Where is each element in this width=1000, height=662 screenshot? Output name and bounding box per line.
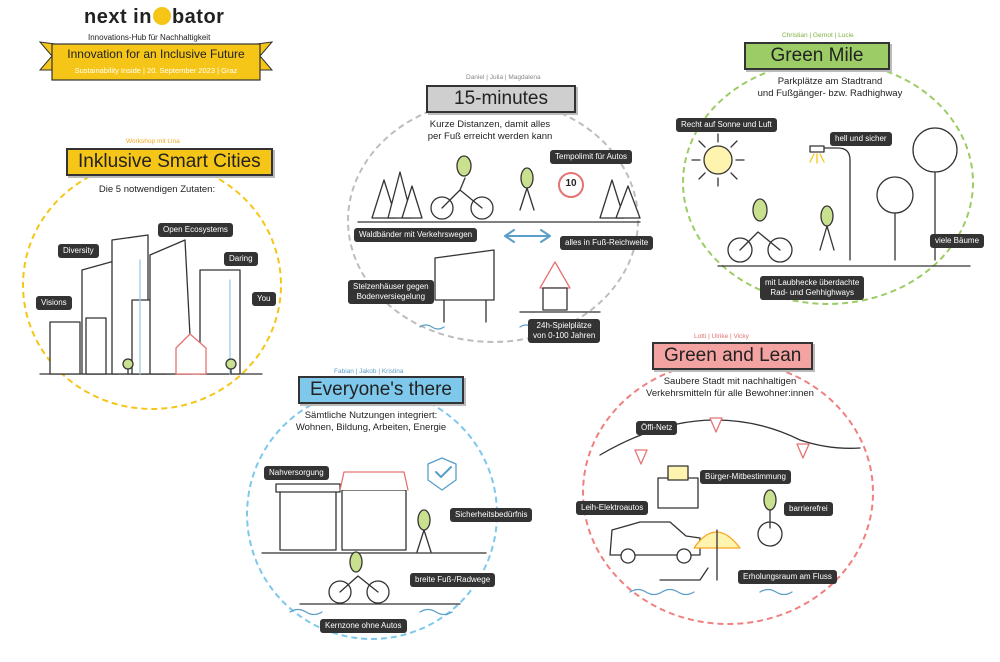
tag-laubhecke-line1: mit Laubhecke überdachte <box>765 278 860 287</box>
tag-tempolimit: Tempolimit für Autos <box>550 150 633 164</box>
tag-open-ecosystems: Open Ecosystems <box>158 223 233 237</box>
tag-viele-baeume: viele Bäume <box>930 234 985 248</box>
banner-title: Innovation for an Inclusive Future <box>67 47 245 61</box>
smart-names: Workshop mit Lina <box>126 138 180 145</box>
banner-subtitle: Sustainability Inside | 20. September 20… <box>74 66 238 75</box>
green-desc-1: Parkplätze am Stadtrand <box>777 76 883 87</box>
tag-spielplaetze-line2: von 0-100 Jahren <box>533 331 596 340</box>
tag-visions: Visions <box>36 296 72 310</box>
fifteen-title: 15-minutes <box>426 85 576 113</box>
tag-diversity: Diversity <box>58 244 99 258</box>
everyone-names: Fabian | Jakob | Kristina <box>334 368 404 375</box>
green-names: Christian | Gernot | Lucie <box>782 32 854 39</box>
lean-desc-2: Verkehrsmitteln für alle Bewohner:innen <box>646 388 814 399</box>
tag-sonne-luft: Recht auf Sonne und Luft <box>676 118 777 132</box>
tag-stelzenhaeuser-line2: Bodenversiegelung <box>356 292 426 301</box>
everyone-desc-2: Wohnen, Bildung, Arbeiten, Energie <box>295 422 447 433</box>
incubator-icon <box>152 7 171 25</box>
logo-text-right: bator <box>171 6 225 28</box>
tag-oeffi-netz: Öffi-Netz <box>636 421 678 435</box>
tag-spielplaetze-line1: 24h-Spielplätze <box>536 321 592 330</box>
tag-daring: Daring <box>224 252 258 266</box>
tag-buerger-mitbestimmung: Bürger-Mitbestimmung <box>700 470 791 484</box>
tag-waldbaender: Waldbänder mit Verkehrswegen <box>354 228 478 242</box>
tag-you: You <box>252 292 276 306</box>
logo-text-left: next in <box>84 6 152 28</box>
tag-fuss-radwege: breite Fuß-/Radwege <box>410 573 496 587</box>
skyline-illustration <box>39 234 263 375</box>
tag-leih-elektroautos: Leih-Elektroautos <box>576 501 649 515</box>
fifteen-desc-2: per Fuß erreicht werden kann <box>427 131 553 142</box>
speed-limit-sign: 10 <box>565 178 577 189</box>
everyone-desc-1: Sämtliche Nutzungen integriert: <box>304 410 438 421</box>
tag-barrierefrei: barrierefrei <box>784 502 833 516</box>
tag-stelzenhaeuser-line1: Stelzenhäuser gegen <box>353 282 429 291</box>
fifteen-illustration <box>357 155 641 330</box>
fifteen-desc-1: Kurze Distanzen, damit alles <box>429 119 551 130</box>
tag-laubhecke-line2: Rad- und Gehhighways <box>770 288 854 297</box>
green-desc-2: und Fußgänger- bzw. Radhighway <box>757 88 903 99</box>
fifteen-names: Daniel | Julia | Magdalena <box>466 74 541 81</box>
green-mile-illustration <box>691 127 971 267</box>
tag-kernzone: Kernzone ohne Autos <box>320 619 407 633</box>
logo-subtitle: Innovations-Hub für Nachhaltigkeit <box>88 33 211 42</box>
tag-erholungsraum: Erholungsraum am Fluss <box>738 570 837 584</box>
tag-hell-sicher: hell und sicher <box>830 132 892 146</box>
smart-title: Inklusive Smart Cities <box>66 148 273 176</box>
lean-desc-1: Saubere Stadt mit nachhaltigen <box>663 376 797 387</box>
tag-fuss-reichweite: alles in Fuß-Reichweite <box>560 236 654 250</box>
lean-title: Green and Lean <box>652 342 814 370</box>
lean-names: Lotti | Ulrike | Vicky <box>694 333 749 340</box>
everyone-title: Everyone's there <box>298 376 464 404</box>
tag-nahversorgung: Nahversorgung <box>264 466 329 480</box>
logo: next in bator <box>84 6 224 29</box>
smart-desc: Die 5 notwendigen Zutaten: <box>98 184 216 195</box>
tag-sicherheit: Sicherheitsbedürfnis <box>450 508 533 522</box>
green-title: Green Mile <box>744 42 890 70</box>
everyone-illustration <box>261 457 487 616</box>
